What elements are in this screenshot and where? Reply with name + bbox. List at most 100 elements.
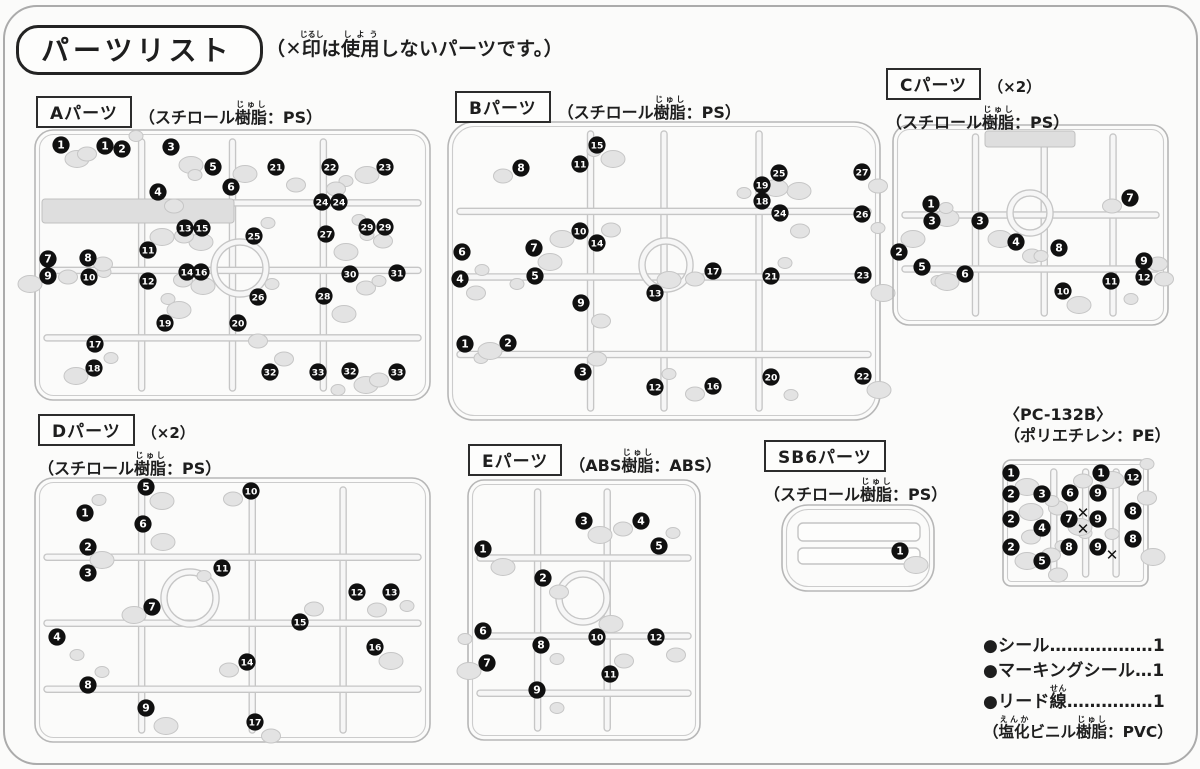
runner-frame-inner <box>471 483 697 737</box>
part-number-badge <box>512 159 530 177</box>
part-number: 3 <box>579 366 587 379</box>
part-shape <box>58 269 78 285</box>
part-shape <box>260 217 276 229</box>
part-shape <box>613 521 633 537</box>
accessory-material-note: （塩化えんかビニル樹脂じゅし：PVC） <box>983 715 1173 741</box>
part-number-badge <box>456 335 474 353</box>
part-shape <box>166 301 192 319</box>
section-label-b: Bパーツ （スチロール樹脂じゅし：PS） <box>455 91 741 123</box>
part-number: 29 <box>379 223 392 234</box>
part-number-badge <box>1102 272 1120 290</box>
part-shape <box>661 368 677 380</box>
part-number: 16 <box>369 643 382 654</box>
part-number-badge <box>854 367 872 385</box>
part-number: 11 <box>216 564 229 575</box>
part-number-badge <box>249 288 267 306</box>
part-shape <box>153 717 179 735</box>
part-number-badge <box>39 250 57 268</box>
runner-frame-outer <box>781 504 935 592</box>
part-number: 19 <box>159 319 172 330</box>
part-number-badge <box>388 363 406 381</box>
part-number: 21 <box>765 272 778 283</box>
part-number: 30 <box>344 270 357 281</box>
part-shape <box>367 602 387 618</box>
part-number-badge <box>588 628 606 646</box>
part-shape <box>786 182 812 200</box>
part-number: 14 <box>591 239 604 250</box>
part-number: 1 <box>927 198 935 211</box>
part-number-badge <box>291 613 309 631</box>
part-number-badge <box>1089 510 1107 528</box>
part-number: 16 <box>195 268 208 279</box>
part-number: 2 <box>118 143 126 156</box>
part-number-badge <box>48 628 66 646</box>
part-shape <box>69 649 85 661</box>
part-number: 1 <box>896 545 904 558</box>
part-shape <box>549 653 565 665</box>
section-label-d: Dパーツ （×2） （スチロール樹脂じゅし：PS） <box>38 414 221 479</box>
part-shape <box>150 533 176 551</box>
part-number: 1 <box>101 140 109 153</box>
page-title: パーツリスト <box>16 25 264 75</box>
part-number: 27 <box>320 230 333 241</box>
part-number-badge <box>178 263 196 281</box>
part-number: 8 <box>1129 505 1137 518</box>
section-label-sb6: SB6パーツ （スチロール樹脂じゅし：PS） <box>764 440 947 505</box>
part-number: 25 <box>773 169 786 180</box>
part-shape <box>868 178 888 194</box>
part-number-badge <box>499 334 517 352</box>
part-number-badge <box>79 249 97 267</box>
part-number: 24 <box>333 198 346 209</box>
part-number-badge <box>139 272 157 290</box>
part-number: 3 <box>1038 488 1046 501</box>
runner-d-multiplier: （×2） <box>141 424 195 442</box>
part-number: 2 <box>1007 513 1015 526</box>
part-number-badge <box>261 363 279 381</box>
part-number-badge <box>1033 519 1051 537</box>
part-number-badge <box>113 140 131 158</box>
runner-frame-outer <box>892 124 1169 326</box>
unused-x-mark: ✕ <box>1106 546 1119 564</box>
part-number: 10 <box>574 227 587 238</box>
part-number: 4 <box>1012 236 1020 249</box>
part-number-badge <box>246 713 264 731</box>
part-number-badge <box>762 267 780 285</box>
part-number-badge <box>853 205 871 223</box>
part-number-badge <box>891 542 909 560</box>
part-shape <box>900 230 926 248</box>
part-shape <box>549 584 569 600</box>
part-number-badge <box>575 512 593 530</box>
part-number: 1 <box>81 507 89 520</box>
runner-frame-outer <box>34 477 431 743</box>
part-shape <box>587 526 613 544</box>
part-shape <box>371 275 387 287</box>
part-number-badge <box>704 262 722 280</box>
part-shape <box>665 527 681 539</box>
part-number-badge <box>222 178 240 196</box>
part-number: 3 <box>580 515 588 528</box>
part-number-badge <box>137 478 155 496</box>
part-shape <box>537 253 563 271</box>
part-number: 4 <box>456 273 464 286</box>
part-shape <box>160 293 176 305</box>
part-shape <box>777 257 793 269</box>
part-number: 3 <box>928 215 936 228</box>
part-number: 8 <box>1129 533 1137 546</box>
runner-frame-outer <box>34 129 431 401</box>
part-number: 6 <box>227 181 235 194</box>
part-shape <box>736 187 752 199</box>
part-shape <box>304 601 324 617</box>
part-number-badge <box>238 653 256 671</box>
runner-c-name-box: Cパーツ <box>886 68 982 100</box>
part-number-badge <box>601 665 619 683</box>
part-number-badge <box>1002 485 1020 503</box>
part-shape <box>866 381 892 399</box>
part-shape <box>477 342 503 360</box>
part-number: 8 <box>1065 541 1073 554</box>
part-number: 9 <box>577 297 585 310</box>
part-number: 1 <box>1007 467 1015 480</box>
part-number-badge <box>753 176 771 194</box>
part-shape <box>600 150 626 168</box>
part-number-badge <box>478 654 496 672</box>
